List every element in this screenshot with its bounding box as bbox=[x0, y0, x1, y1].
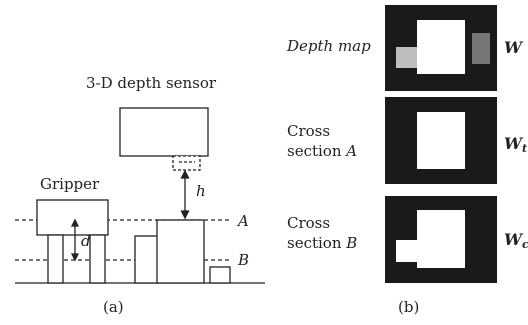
sensor-body bbox=[119, 107, 209, 157]
cross-section-b-label-line1: Cross bbox=[287, 214, 330, 232]
panel-a bbox=[15, 107, 265, 284]
object-small-box bbox=[209, 266, 231, 284]
cross-section-b-object-center bbox=[417, 210, 465, 268]
d-arrow-head-top bbox=[70, 218, 80, 227]
depth-map-symbol: W bbox=[504, 38, 524, 57]
cross-section-b-object-left bbox=[396, 240, 418, 262]
h-symbol: h bbox=[196, 182, 206, 200]
cross-section-a-label-line2: section A bbox=[287, 142, 357, 160]
cross-section-a-label-line1: Cross bbox=[287, 122, 330, 140]
gripper-finger-right bbox=[89, 234, 106, 284]
d-symbol: d bbox=[81, 232, 91, 250]
cross-section-b-label-line2: section B bbox=[287, 234, 357, 252]
h-arrow-head-top bbox=[180, 169, 190, 179]
object-tall-box bbox=[156, 219, 205, 284]
gripper-finger-left bbox=[47, 234, 64, 284]
cross-section-a-image bbox=[385, 97, 497, 184]
depth-map-label: Depth map bbox=[286, 37, 371, 55]
depth-map-image bbox=[385, 5, 497, 91]
plane-b-label: B bbox=[237, 251, 249, 269]
depth-map-object-center bbox=[417, 20, 465, 74]
cross-section-b-symbol: Wc bbox=[504, 230, 528, 251]
depth-map-object-left bbox=[396, 47, 417, 68]
caption-a: (a) bbox=[103, 298, 124, 316]
object-left-box bbox=[134, 235, 159, 284]
caption-b: (b) bbox=[398, 298, 419, 316]
cross-section-b-image bbox=[385, 196, 497, 283]
sensor-label: 3-D depth sensor bbox=[86, 74, 217, 92]
gripper-body bbox=[36, 199, 109, 236]
cross-section-a-symbol: Wt bbox=[504, 134, 527, 155]
plane-a-label: A bbox=[236, 212, 249, 230]
d-arrow-head-bottom bbox=[70, 253, 80, 262]
gripper-label: Gripper bbox=[40, 175, 100, 193]
depth-map-object-right bbox=[472, 33, 490, 64]
cross-section-a-object bbox=[417, 112, 465, 169]
h-arrow-head-bottom bbox=[180, 210, 190, 220]
sensor-lens bbox=[172, 155, 201, 171]
